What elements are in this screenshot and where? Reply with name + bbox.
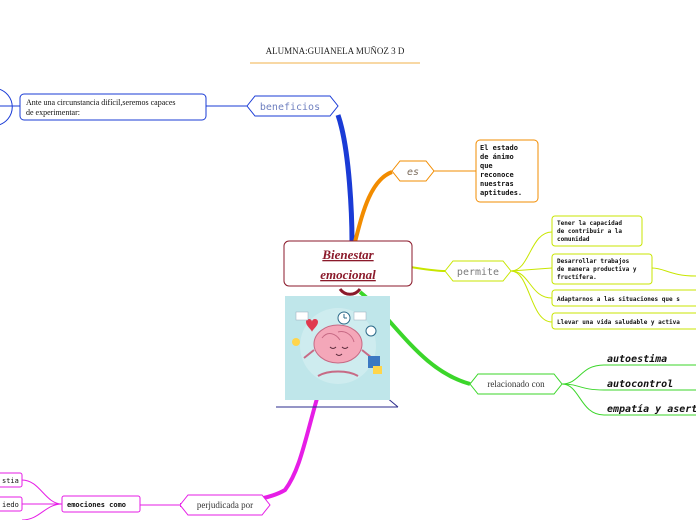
offscreen-node-left: [0, 89, 13, 125]
emocion-item-tristeza[interactable]: [0, 472, 23, 488]
emocion-item-miedo[interactable]: [0, 496, 23, 512]
brain-meditating-illustration-icon: [285, 296, 390, 400]
relacionado-item-autoestima[interactable]: autoestima: [607, 353, 667, 365]
relacionado-links: [561, 364, 696, 416]
central-title-line1: Bienestar: [321, 247, 374, 262]
relacionado-item-empatia[interactable]: empatía y asert: [607, 403, 696, 415]
permite-item-2[interactable]: [551, 253, 653, 285]
central-title-line2: emocional: [320, 267, 376, 282]
node-beneficios[interactable]: [246, 95, 339, 117]
branch-perjudicada: [179, 394, 320, 507]
permite-item-2-line: Desarrollar trabajos: [557, 258, 630, 265]
branch-beneficios: [335, 114, 355, 243]
emociones-links: [21, 479, 63, 520]
es-detail-line: El estado: [480, 144, 518, 152]
node-beneficios-label: beneficios: [260, 102, 320, 113]
es-detail-line: de ánimo: [480, 153, 514, 161]
node-permite-label: permite: [457, 267, 499, 278]
permite-item-3-text: Adaptarnos a las situaciones que s: [557, 296, 680, 303]
es-detail-line: aptitudes.: [480, 189, 522, 197]
permite-item-3[interactable]: [551, 289, 696, 307]
branch-es: [353, 170, 393, 243]
central-node[interactable]: [283, 240, 413, 287]
es-detail-line: reconoce: [480, 171, 514, 179]
permite-item-2-line: de manera productiva y: [557, 266, 637, 273]
node-beneficios-detail[interactable]: [19, 93, 207, 121]
node-perjudicada-label: perjudicada por: [197, 500, 253, 510]
node-emociones-label: emociones como: [67, 501, 126, 509]
permite-item-2-line: fructífera.: [557, 274, 597, 281]
node-relacionado-label: relacionado con: [487, 379, 545, 389]
permite-item-1[interactable]: [551, 215, 643, 247]
emocion-item-tristeza-text: stia: [2, 477, 19, 485]
central-connector: [338, 288, 362, 296]
emocion-item-miedo-text: iedo: [2, 501, 19, 509]
permite-item-1-line: Tener la capacidad: [557, 220, 622, 227]
permite-item-1-line: comunidad: [557, 236, 590, 243]
permite-links: [510, 231, 696, 323]
node-es-label: es: [407, 167, 419, 178]
permite-item-4-text: Llevar una vida saludable y activa: [557, 319, 680, 326]
node-es-detail[interactable]: [475, 139, 539, 203]
es-detail-line: nuestras: [480, 180, 514, 188]
permite-item-1-line: de contribuir a la: [557, 228, 622, 235]
relacionado-item-autocontrol[interactable]: autocontrol: [607, 379, 673, 390]
beneficios-detail-line1: Ante una circunstancia difícil,seremos c…: [26, 98, 176, 107]
node-perjudicada[interactable]: [179, 494, 271, 516]
header-title: ALUMNA:GUIANELA MUÑOZ 3 D: [266, 46, 405, 56]
beneficios-detail-line2: de experimentar:: [26, 108, 80, 117]
es-detail-line: que: [480, 162, 493, 170]
permite-item-4[interactable]: [551, 312, 696, 330]
